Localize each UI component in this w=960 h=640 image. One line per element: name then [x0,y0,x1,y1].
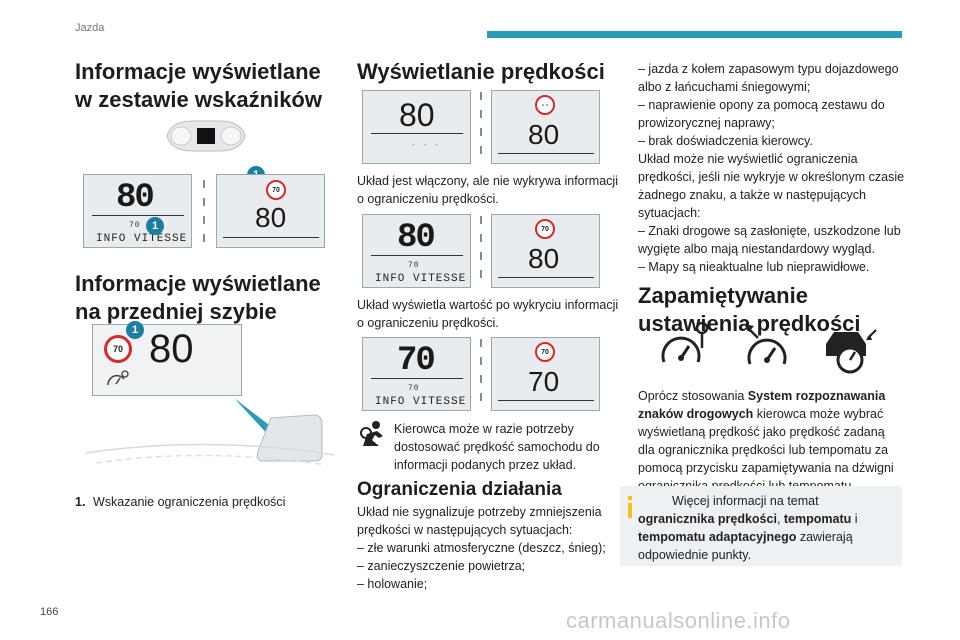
text-line: Układ może nie wyświetlić ograniczenia [638,152,858,166]
speedometer-icon [107,370,129,386]
speed-limit-value: 80 [255,202,287,233]
paragraph-not-detected: Układ jest włączony, ale nie wykrywa inf… [357,174,618,206]
divider [480,128,482,136]
speed-limit-sign: 70 [266,180,286,200]
heading-limitations: Ograniczenia działania [357,479,562,500]
header-accent-bar [487,31,902,38]
hud-display: 70 80 [92,324,242,396]
display-rule [92,215,184,216]
info-vitesse-label: INFO VITESSE [375,396,467,408]
instrument-cluster-icon [166,120,246,152]
divider [480,252,482,260]
text-line: – Mapy są nieaktualne lub nieprawidłowe. [638,260,870,274]
limitations-continued: – jazda z kołem zapasowym typu dojazdowe… [638,60,908,276]
display-rule [498,400,594,401]
watermark: carmanualsonline.info [566,608,791,633]
cluster-display-right: 70 80 [216,174,325,248]
display-rule [371,255,463,256]
driver-icon [360,421,383,446]
info-icon [628,496,632,518]
info-vitesse-label: INFO VITESSE [375,273,467,285]
divider [203,198,205,206]
current-speed: 80 [116,179,155,217]
speed-limit-sign: - - [535,95,555,115]
paragraph-driver-adjust: Kierowca może w razie potrzeby dostosowa… [394,422,600,472]
divider [480,146,482,154]
info-note-text: Więcej informacji na temat ogranicznika … [638,494,858,562]
text-line: – naprawienie opony za pomocą zestawu do [638,98,885,112]
display-rule [371,133,463,134]
speed-limit-value: 80 [528,119,560,150]
callout-badge: 1 [126,321,144,339]
info-note-box [620,486,902,566]
display-rule [223,237,319,238]
display-rule [371,378,463,379]
divider [480,92,482,100]
text-line: prowizorycznej naprawy; [638,116,775,130]
current-speed: 70 [397,342,436,380]
speed-limit-value: 80 [528,243,560,274]
speed-display-1-right: - - 80 [491,90,600,164]
speed-display-2-right: 70 80 [491,214,600,288]
divider [480,339,482,347]
cruise-control-icon [744,324,787,365]
heading-cluster-info: Informacje wyświetlane w zestawie wskaźn… [75,59,322,112]
limitation-item-pollution: – zanieczyszczenie powietrza; [357,559,526,573]
speed-display-1-left: 80 - - - [362,90,471,164]
limit-small: - - - [411,141,441,150]
divider [203,180,205,188]
display-rule [498,277,594,278]
adaptive-cruise-icon [826,329,877,374]
page-number: 166 [40,606,59,618]
hud-speed: 80 [149,327,194,371]
text-line: albo z łańcuchami śniegowymi; [638,80,811,94]
divider [480,393,482,401]
display-rule [498,153,594,154]
caption-text: Wskazanie ograniczenia prędkości [93,495,286,509]
divider [480,234,482,242]
divider [203,216,205,224]
speed-limit-sign: 70 [535,342,555,362]
caption-number: 1. [75,495,86,509]
info-vitesse-label: INFO VITESSE [96,233,188,245]
divider [203,234,205,242]
divider [480,375,482,383]
speed-limiter-icon [661,322,709,363]
text-line: wygięte albo mają niestandardowy wygląd. [638,242,875,256]
text-line: – jazda z kołem zapasowym typu dojazdowe… [638,62,899,76]
heading-memorize-speed: Zapamiętywanie ustawienia prędkości [638,283,861,336]
divider [480,357,482,365]
windshield-illustration [86,398,335,466]
text-line: prędkości, jeśli nie wykryje w określony… [638,170,905,184]
limit-small: 70 [129,221,141,230]
limitation-item-towing: – holowanie; [357,577,428,591]
section-label: Jazda [75,22,105,34]
cluster-display-left: 80 70 INFO VITESSE [83,174,192,248]
text-line: – Znaki drogowe są zasłonięte, uszkodzon… [638,224,901,238]
heading-hud-info: Informacje wyświetlane na przedniej szyb… [75,271,321,324]
divider [480,110,482,118]
current-speed: 80 [399,97,435,133]
speed-display-3-right: 70 70 [491,337,600,411]
paragraph-detected: Układ wyświetla wartość po wykryciu info… [357,298,619,330]
speed-display-3-left: 70 70 INFO VITESSE [362,337,471,411]
paragraph-memorize: Oprócz stosowania System rozpoznawania z… [638,389,894,493]
divider [480,270,482,278]
speed-limit-sign: 70 [535,219,555,239]
limit-small: 70 [408,261,420,270]
callout-badge: 1 [146,217,164,235]
limitation-item-weather: – złe warunki atmosferyczne (deszcz, śni… [357,541,606,555]
speed-display-2-left: 80 70 INFO VITESSE [362,214,471,288]
speed-limit-value: 70 [528,366,560,397]
hud-speed-limit-sign: 70 [104,335,132,363]
text-line: żadnego znaku, a także w następujących [638,188,866,202]
limit-small: 70 [408,384,420,393]
text-line: – brak doświadczenia kierowcy. [638,134,813,148]
heading-speed-display: Wyświetlanie prędkości [357,59,605,84]
paragraph-limitations: Układ nie sygnalizuje potrzeby zmniejsze… [357,505,602,537]
text-line: sytuacjach: [638,206,701,220]
current-speed: 80 [397,219,436,257]
divider [480,216,482,224]
